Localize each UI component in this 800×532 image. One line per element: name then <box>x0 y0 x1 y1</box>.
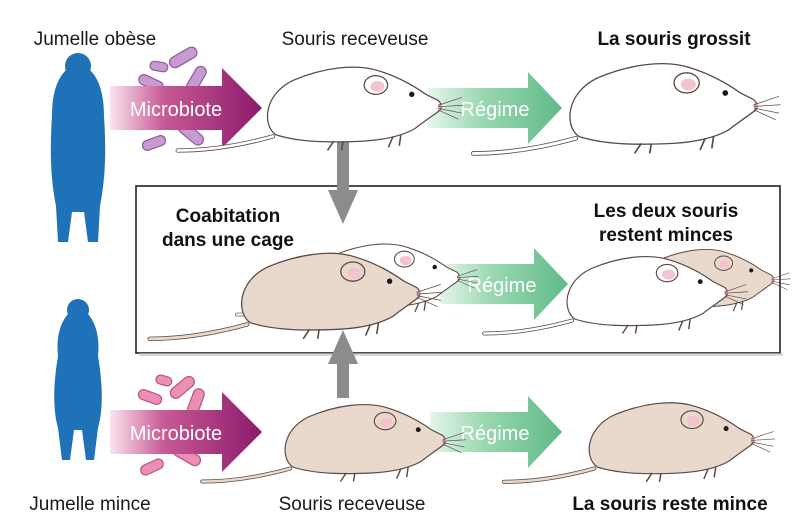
microbiota-arrow-bottom-label: Microbiote <box>130 423 222 445</box>
arrow-up-to-cage <box>328 330 358 398</box>
obese-twin-label: Jumelle obèse <box>34 29 157 50</box>
diet-arrow-middle-label: Régime <box>468 275 537 297</box>
diet-arrow-top: Régime <box>428 72 562 144</box>
microbiota-arrow-top-label: Microbiote <box>130 99 222 121</box>
cohabitation-label-line1: Coabitation <box>176 206 281 227</box>
both-mice-lean-label-line2: restent minces <box>599 225 733 246</box>
diet-arrow-bottom: Régime <box>430 396 562 468</box>
cohabitation-label-line2: dans une cage <box>162 230 294 251</box>
lean-twin-label: Jumelle mince <box>29 494 150 515</box>
arrow-down-to-cage <box>328 130 358 224</box>
diet-arrow-top-label: Régime <box>461 99 530 121</box>
obese-twin-silhouette <box>50 53 106 242</box>
microbiota-arrow-bottom: Microbiote <box>110 392 262 472</box>
diet-arrow-bottom-label: Régime <box>461 423 530 445</box>
recipient-mouse-bottom-label: Souris receveuse <box>279 494 426 515</box>
lean-twin-silhouette <box>54 299 102 460</box>
microbiota-arrow-top: Microbiote <box>110 68 262 148</box>
mouse-stays-lean-label: La souris reste mince <box>572 494 767 515</box>
recipient-mouse-top-label: Souris receveuse <box>282 29 429 50</box>
diet-arrow-middle: Régime <box>440 248 568 320</box>
both-mice-lean-label-line1: Les deux souris <box>594 201 739 222</box>
mouse-gains-weight-label: La souris grossit <box>597 29 751 50</box>
